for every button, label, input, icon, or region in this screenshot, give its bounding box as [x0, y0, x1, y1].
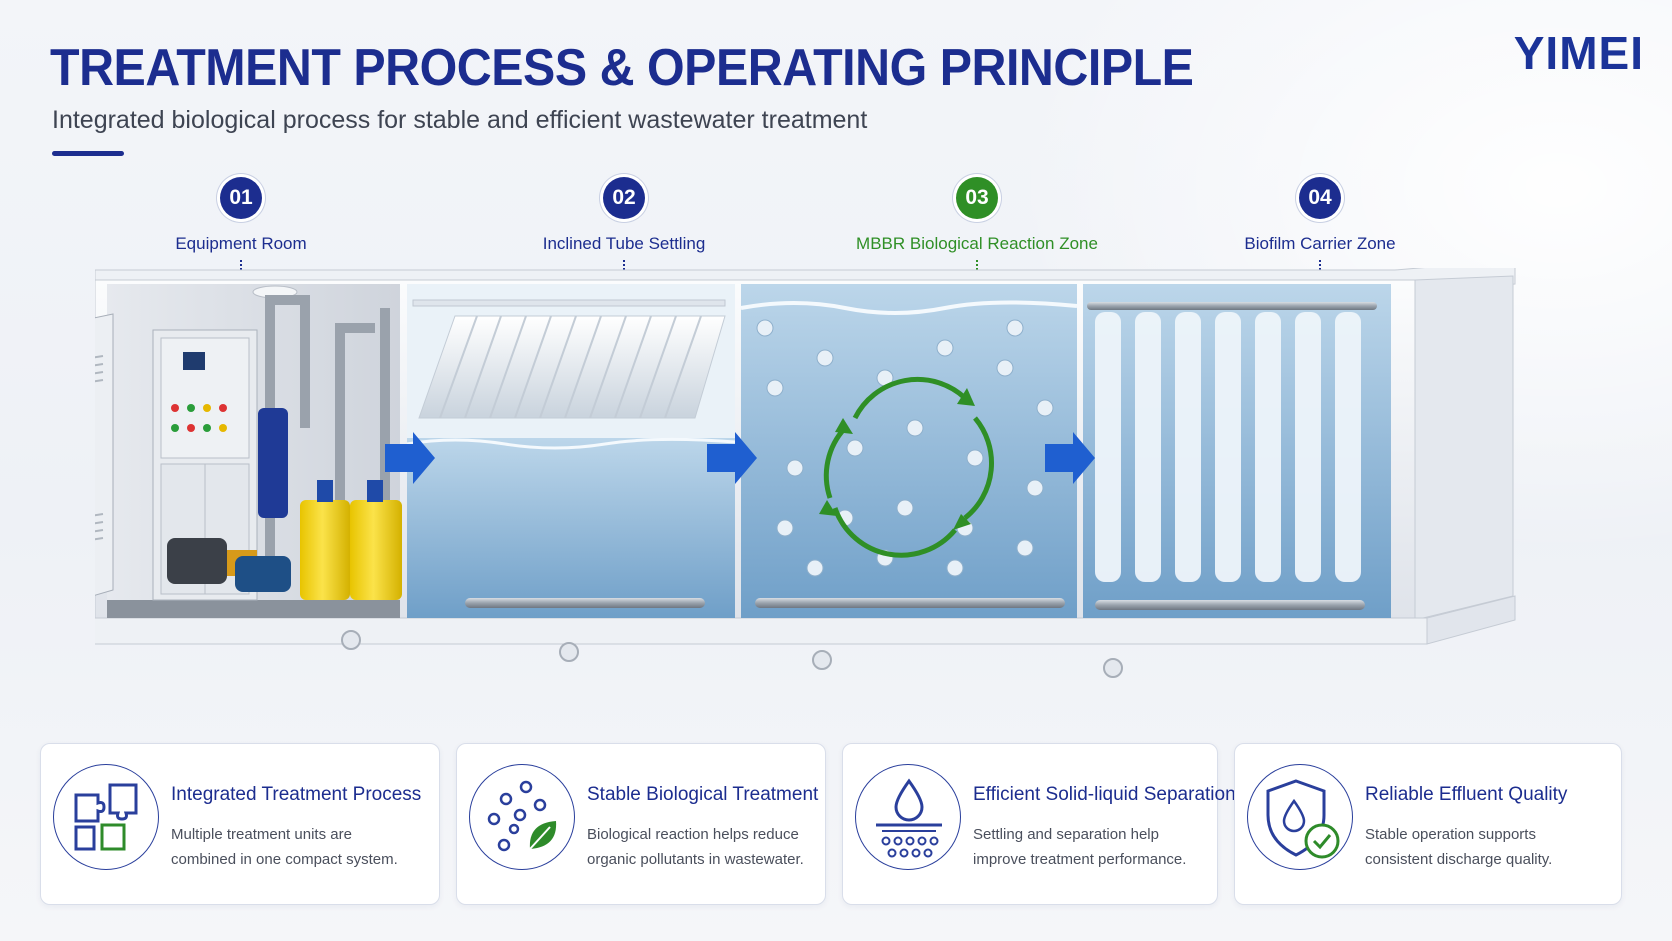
circulation-arrows [823, 376, 994, 558]
page-title: TREATMENT PROCESS & OPERATING PRINCIPLE [50, 39, 1194, 97]
feature-card-biological: Stable Biological Treatment Biological r… [456, 743, 826, 905]
flow-arrows [385, 432, 1095, 484]
feature-title: Efficient Solid-liquid Separation [973, 784, 1236, 805]
puzzle-icon [53, 764, 159, 870]
step-biofilm-carrier-zone: 04 Biofilm Carrier Zone [1160, 177, 1480, 290]
feature-card-integrated: Integrated Treatment Process Multiple tr… [40, 743, 440, 905]
step-inclined-tube-settling: 02 Inclined Tube Settling [464, 177, 784, 290]
inclined-tubes [418, 315, 726, 419]
biofilm-ropes [1095, 312, 1361, 582]
brand-logo: YIMEI [1513, 27, 1644, 79]
step-label: Inclined Tube Settling [542, 234, 706, 253]
step-equipment-room: 01 Equipment Room [81, 177, 401, 290]
treatment-container-illustration [95, 268, 1615, 708]
shield-check-icon [1247, 764, 1353, 870]
mbbr-carriers [756, 319, 1054, 577]
step-number-badge: 01 [220, 177, 262, 219]
container-svg [95, 268, 1516, 678]
feature-card-separation: Efficient Solid-liquid Separation Settli… [842, 743, 1236, 905]
feature-title: Reliable Effluent Quality [1365, 784, 1568, 805]
feature-description: Multiple treatment units are combined in… [171, 826, 398, 868]
step-label: MBBR Biological Reaction Zone [856, 234, 1098, 253]
step-label: Biofilm Carrier Zone [1244, 234, 1396, 253]
step-number-badge: 04 [1299, 177, 1341, 219]
page-subtitle: Integrated biological process for stable… [52, 106, 868, 134]
feature-card-effluent: Reliable Effluent Quality Stable operati… [1234, 743, 1622, 905]
title-underline [52, 151, 124, 156]
feature-description: Stable operation supports consistent dis… [1365, 826, 1553, 868]
feature-title: Stable Biological Treatment [587, 784, 819, 805]
step-number-badge: 02 [603, 177, 645, 219]
water-drop-separation-icon [855, 764, 961, 870]
feature-description: Biological reaction helps reduce organic… [587, 826, 804, 868]
feature-description: Settling and separation help improve tre… [973, 826, 1187, 868]
step-number-badge: 03 [956, 177, 998, 219]
step-label: Equipment Room [175, 234, 307, 253]
feature-title: Integrated Treatment Process [171, 784, 422, 805]
bio-leaf-icon [469, 764, 575, 870]
